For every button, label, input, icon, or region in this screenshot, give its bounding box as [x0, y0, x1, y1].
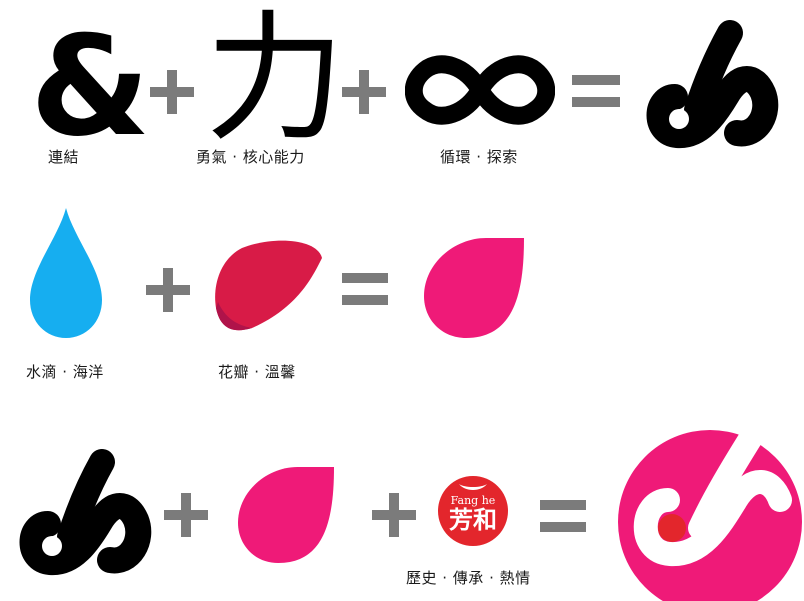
seal-top-text: Fang he: [450, 494, 496, 507]
equals-operator: [342, 273, 388, 305]
seal-main-text: 芳和: [449, 505, 497, 534]
plus-operator: [164, 493, 208, 537]
equals-operator: [572, 75, 620, 107]
water-caption: 水滴 · 海洋: [26, 363, 104, 381]
li-character-symbol: 力: [205, 0, 346, 161]
plus-operator: [372, 493, 416, 537]
magenta-drop-icon: [424, 238, 524, 338]
combined-logo-mark-black: [19, 449, 152, 576]
ampersand-symbol: &: [30, 6, 151, 167]
fanghe-seal-logo: Fang he 芳和: [438, 476, 508, 546]
plus-operator: [150, 70, 194, 114]
petal-icon: [215, 240, 322, 331]
equals-operator: [540, 500, 586, 532]
plus-operator: [146, 268, 190, 312]
li-caption: 勇氣 · 核心能力: [196, 148, 305, 166]
infinity-symbol: [405, 55, 555, 125]
ox-horns-icon: [459, 484, 487, 490]
combined-logo-mark-black: [646, 20, 779, 149]
magenta-drop-icon: [238, 467, 334, 563]
infinity-caption: 循環 · 探索: [440, 148, 518, 166]
ampersand-caption: 連結: [48, 148, 80, 166]
plus-operator: [342, 70, 386, 114]
seal-caption: 歷史 · 傳承 · 熱情: [406, 569, 531, 587]
water-drop-icon: [30, 208, 102, 338]
petal-caption: 花瓣 · 溫馨: [218, 363, 296, 381]
final-fanghe-logo: [618, 428, 802, 601]
